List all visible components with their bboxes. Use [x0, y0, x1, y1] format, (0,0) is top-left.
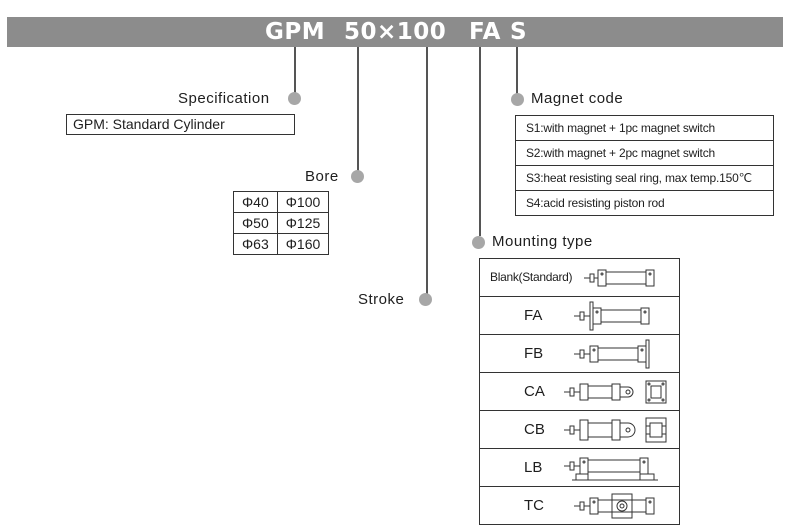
stroke-dot [419, 293, 432, 306]
mount-row-lb: LB [480, 449, 679, 487]
cylinder-foot-mount-icon [564, 457, 658, 481]
bore-row: Φ50 Φ125 [233, 212, 330, 234]
mount-label-lb: LB [524, 459, 543, 476]
bore-cell: Φ50 [233, 212, 278, 234]
cylinder-rear-flange-icon [574, 339, 650, 369]
cylinder-trunnion-icon [574, 493, 655, 519]
model-code-bar: GPM 50×100 FA S [7, 17, 783, 47]
mount-label-tc: TC [524, 497, 544, 514]
spec-dot [288, 92, 301, 105]
mount-label-ca: CA [524, 383, 545, 400]
code-model: GPM [265, 19, 326, 45]
mount-label-standard: Blank(Standard) [490, 270, 573, 284]
mount-row-tc: TC [480, 487, 679, 524]
mount-row-fb: FB [480, 335, 679, 373]
cylinder-standard-icon [584, 269, 655, 287]
mount-dot [472, 236, 485, 249]
bore-cell: Φ160 [276, 233, 330, 255]
spec-label: Specification [178, 90, 270, 107]
magnet-dot [511, 93, 524, 106]
mount-connector [479, 47, 481, 236]
bore-label: Bore [305, 168, 339, 185]
code-mount: FA [469, 19, 501, 45]
bore-dot [351, 170, 364, 183]
stroke-label: Stroke [358, 291, 405, 308]
spec-connector [294, 47, 296, 93]
mount-row-ca: CA [480, 373, 679, 411]
bore-connector [357, 47, 359, 171]
magnet-connector [516, 47, 518, 94]
bore-row: Φ40 Φ100 [233, 191, 330, 213]
mounting-table: Blank(Standard) FA [479, 258, 680, 525]
magnet-label: Magnet code [531, 90, 624, 107]
magnet-table: S1:with magnet + 1pc magnet switch S2:wi… [515, 115, 774, 216]
mount-row-fa: FA [480, 297, 679, 335]
mount-label-cb: CB [524, 421, 545, 438]
cylinder-single-clevis-icon [564, 380, 667, 404]
cylinder-double-clevis-icon [564, 417, 667, 443]
code-size: 50×100 [344, 19, 447, 45]
magnet-option: S2:with magnet + 2pc magnet switch [516, 141, 773, 166]
bore-cell: Φ40 [233, 191, 278, 213]
magnet-option: S1:with magnet + 1pc magnet switch [516, 116, 773, 141]
mount-label-fb: FB [524, 345, 544, 362]
code-magnet: S [510, 19, 528, 45]
bore-cell: Φ63 [233, 233, 278, 255]
bore-table: Φ40 Φ100 Φ50 Φ125 Φ63 Φ160 [233, 191, 330, 255]
bore-cell: Φ100 [276, 191, 330, 213]
mount-row-standard: Blank(Standard) [480, 259, 679, 297]
bore-row: Φ63 Φ160 [233, 233, 330, 255]
magnet-option: S4:acid resisting piston rod [526, 196, 665, 210]
magnet-option: S3:heat resisting seal ring, max temp.15… [516, 166, 773, 191]
mount-label-fa: FA [524, 307, 543, 324]
mount-label: Mounting type [492, 233, 593, 250]
stroke-connector [426, 47, 428, 294]
bore-cell: Φ125 [276, 212, 330, 234]
mount-row-cb: CB [480, 411, 679, 449]
spec-value-box: GPM: Standard Cylinder [66, 114, 295, 135]
cylinder-front-flange-icon [574, 301, 650, 331]
